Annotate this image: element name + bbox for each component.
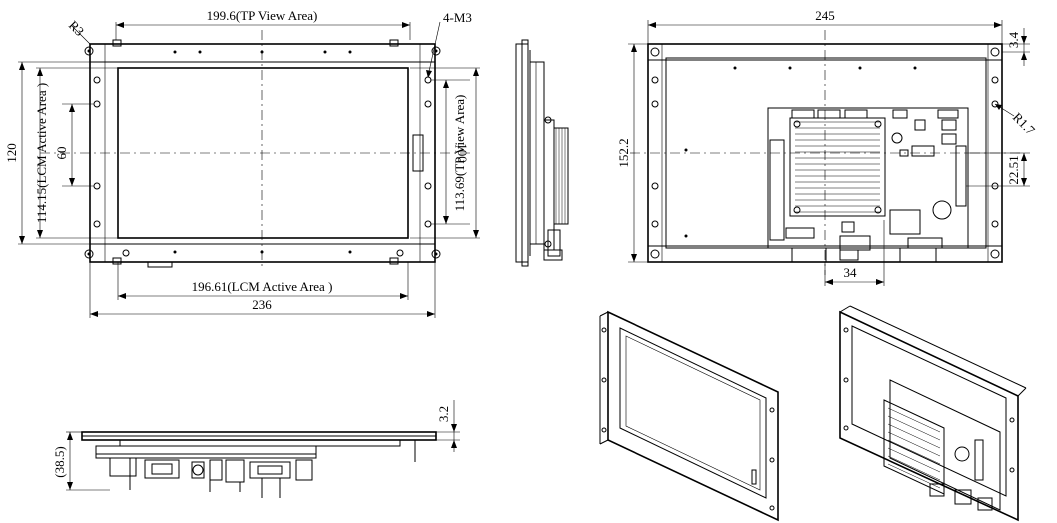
iso-motherboard — [883, 379, 1001, 511]
dim-rear-overall-width: 245 — [647, 8, 1003, 44]
label-overall-width: 236 — [252, 297, 272, 312]
isometric-rear-view — [839, 305, 1027, 522]
label-bottom-panel-thickness: 3.2 — [436, 406, 451, 422]
label-tp-view-height: 113.69(TP View Area) — [452, 95, 467, 212]
dim-mount-screws: 4-M3 — [426, 10, 472, 78]
dim-tp-view-width: 199.6(TP View Area) — [115, 8, 411, 40]
rear-mount-holes — [650, 47, 1000, 259]
isometric-front-view — [599, 310, 779, 522]
label-rear-overall-width: 245 — [815, 8, 835, 23]
dim-lcm-active-height: 114.15(LCM Active Area ) — [34, 67, 118, 239]
dim-mount-pitch: 100 — [430, 79, 470, 225]
front-view: 199.6(TP View Area) R3 4-M3 120 — [4, 8, 480, 318]
dim-overall-height: 120 — [4, 61, 90, 245]
label-bottom-depth: (38.5) — [52, 446, 67, 477]
side-heatsink — [553, 127, 569, 225]
dim-rear-connector-spacing: 34 — [824, 220, 885, 286]
label-lcm-active-width: 196.61(LCM Active Area ) — [192, 279, 333, 294]
rear-view: 245 152.2 3.4 R1.7 — [616, 8, 1038, 286]
dim-bottom-depth: (38.5) — [52, 431, 110, 491]
bottom-view: (38.5) 3.2 — [52, 400, 460, 498]
label-mount-pitch: 100 — [455, 143, 470, 163]
label-tp-view-width: 199.6(TP View Area) — [207, 8, 318, 23]
dim-corner-radius: R3 — [66, 18, 91, 45]
label-rear-connector-spacing: 34 — [844, 265, 858, 280]
dim-tp-view-height: 113.69(TP View Area) — [410, 67, 480, 239]
label-rear-hole-radius: R1.7 — [1010, 110, 1039, 139]
dim-rear-edge-offset: 3.4 — [1002, 28, 1030, 66]
label-hole-pitch: 60 — [54, 147, 69, 160]
dim-rear-port-offset: 22.51 — [966, 152, 1030, 187]
dim-lcm-active-width: 196.61(LCM Active Area ) — [117, 262, 409, 300]
label-rear-edge-offset: 3.4 — [1006, 31, 1021, 48]
dim-overall-width: 236 — [89, 262, 436, 318]
label-rear-overall-height: 152.2 — [616, 138, 631, 167]
front-mount-holes — [84, 46, 441, 259]
dim-rear-overall-height: 152.2 — [616, 43, 648, 263]
dim-hole-pitch: 60 — [54, 103, 94, 187]
label-lcm-active-height: 114.15(LCM Active Area ) — [34, 83, 49, 223]
label-corner-radius: R3 — [66, 18, 87, 39]
side-view — [515, 39, 569, 267]
rear-motherboard — [767, 107, 969, 251]
label-rear-port-offset: 22.51 — [1006, 155, 1021, 184]
label-overall-height: 120 — [4, 143, 19, 163]
label-mount-screws: 4-M3 — [443, 10, 472, 25]
rear-bottom-connectors — [791, 247, 937, 263]
dim-bottom-panel-thickness: 3.2 — [436, 400, 460, 452]
rear-heatsink-fins — [795, 121, 880, 213]
